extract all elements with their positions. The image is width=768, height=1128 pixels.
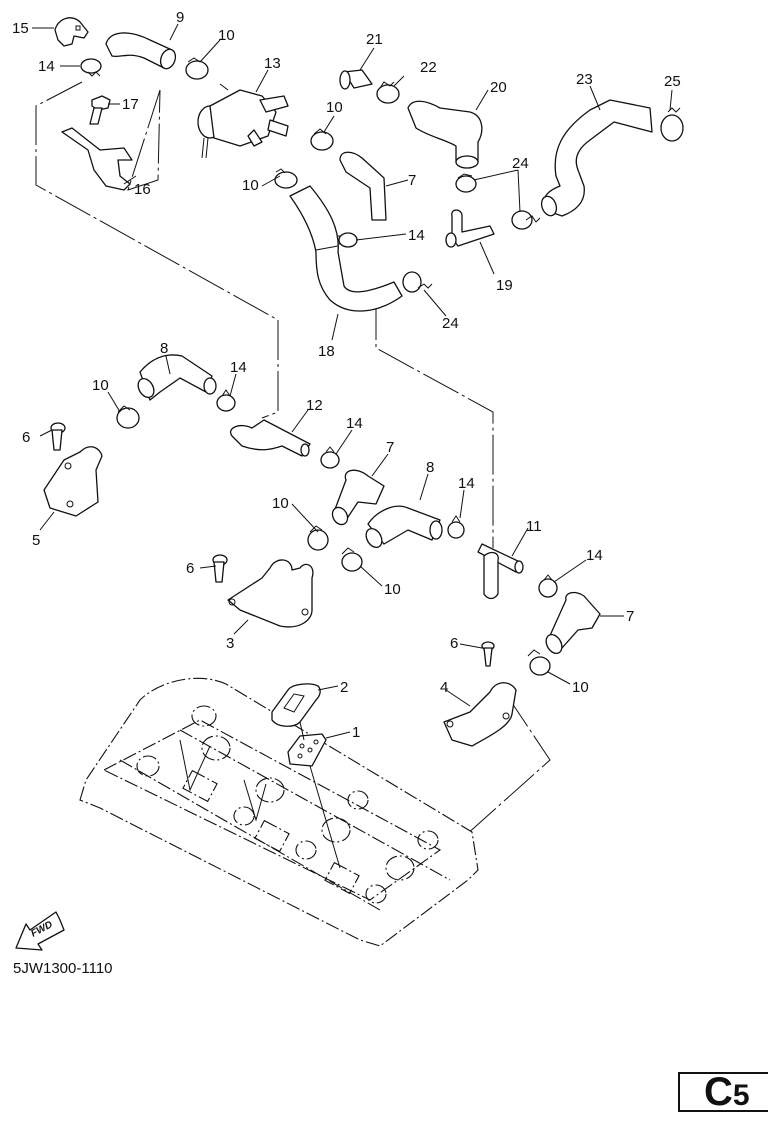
callout-8: 8 [426,459,434,476]
part-16-bracket [61,127,133,191]
part-24-clamp-b [511,210,541,230]
engine-head-cover-phantom [79,677,479,947]
part-10-clamp-f [341,547,363,572]
callout-leaders [32,23,673,739]
callout-25: 25 [664,73,681,90]
callout-4: 4 [440,679,448,696]
callout-14: 14 [458,475,475,492]
part-14-clamp-d [320,446,340,469]
callout-22: 22 [420,59,437,76]
part-13-valve-assembly [197,83,289,159]
part-14-clamp-c [216,389,236,412]
part-14-clamp-e [447,515,465,539]
part-2-gasket [271,683,321,727]
part-6-bolt-c [481,641,495,667]
callout-14: 14 [346,415,363,432]
callout-20: 20 [490,79,507,96]
callout-19: 19 [496,277,513,294]
part-10-clamp-c [274,168,298,189]
callout-2: 2 [340,679,348,696]
diagram-reference-code: 5JW1300-1110 [13,960,113,977]
callout-18: 18 [318,343,335,360]
page-code-letter: C [704,1072,733,1112]
callout-14: 14 [230,359,247,376]
part-8-hose-a [137,354,217,401]
part-link-lines [179,721,341,869]
part-15-bracket [54,17,89,47]
part-24-clamp-c [402,271,433,293]
part-9-hose [105,32,177,70]
callout-23: 23 [576,71,593,88]
part-10-clamp-g [527,649,551,676]
part-25-clamp [660,107,684,142]
part-7-hose-b [331,469,385,526]
callout-7: 7 [386,439,394,456]
fwd-arrow-icon: FWD [15,911,65,951]
callout-11: 11 [526,518,542,535]
page-section-code: C5 [678,1072,768,1112]
part-6-bolt-b [212,554,228,583]
part-17-bolt [89,95,111,125]
callout-14: 14 [408,227,425,244]
callout-8: 8 [160,340,168,357]
part-10-clamp-a [185,57,209,80]
part-14-clamp-a [80,58,102,77]
callout-14: 14 [586,547,603,564]
part-6-bolt-a [50,422,66,451]
callout-14: 14 [38,58,55,75]
callout-6: 6 [22,429,30,446]
callouts: 15 9 10 14 13 17 16 10 10 21 22 20 23 25… [12,9,681,741]
part-20-elbow-hose [407,100,483,169]
part-3-cover [227,559,314,628]
callout-24: 24 [442,315,459,332]
part-23-hose [540,99,653,217]
callout-1: 1 [352,724,360,741]
callout-10: 10 [92,377,109,394]
part-21-cap [339,69,373,90]
callout-10: 10 [272,495,289,512]
callout-6: 6 [186,560,194,577]
callout-17: 17 [122,96,139,113]
callout-15: 15 [12,20,29,37]
callout-10: 10 [242,177,259,194]
part-19-t-pipe [445,209,495,248]
part-7-hose-a [339,151,387,221]
callout-16: 16 [134,181,151,198]
part-12-y-pipe [229,419,311,457]
part-10-clamp-b [310,128,334,151]
part-1-plate [287,733,327,767]
callout-3: 3 [226,635,234,652]
callout-6: 6 [450,635,458,652]
part-14-clamp-f [538,574,558,598]
part-24-clamp-a [455,173,477,193]
reference-lines [35,81,551,836]
part-10-clamp-e [307,525,329,551]
callout-21: 21 [366,31,383,48]
callout-10: 10 [326,99,343,116]
part-7-hose-c [545,591,601,654]
part-22-clamp [376,81,400,104]
part-8-hose-b [365,505,443,548]
callout-13: 13 [264,55,281,72]
callout-10: 10 [572,679,589,696]
callout-7: 7 [408,172,416,189]
part-18-hose [289,185,403,312]
callout-10: 10 [218,27,235,44]
callout-9: 9 [176,9,184,26]
part-5-cover [43,446,103,517]
part-4-cover [443,682,517,747]
page-code-number: 5 [732,1079,750,1112]
part-10-clamp-d [116,405,140,429]
callout-24: 24 [512,155,529,172]
callout-5: 5 [32,532,40,549]
callout-10: 10 [384,581,401,598]
part-11-t-pipe [477,543,524,600]
callout-7: 7 [626,608,634,625]
part-14-clamp-b [336,232,358,248]
callout-12: 12 [306,397,323,414]
